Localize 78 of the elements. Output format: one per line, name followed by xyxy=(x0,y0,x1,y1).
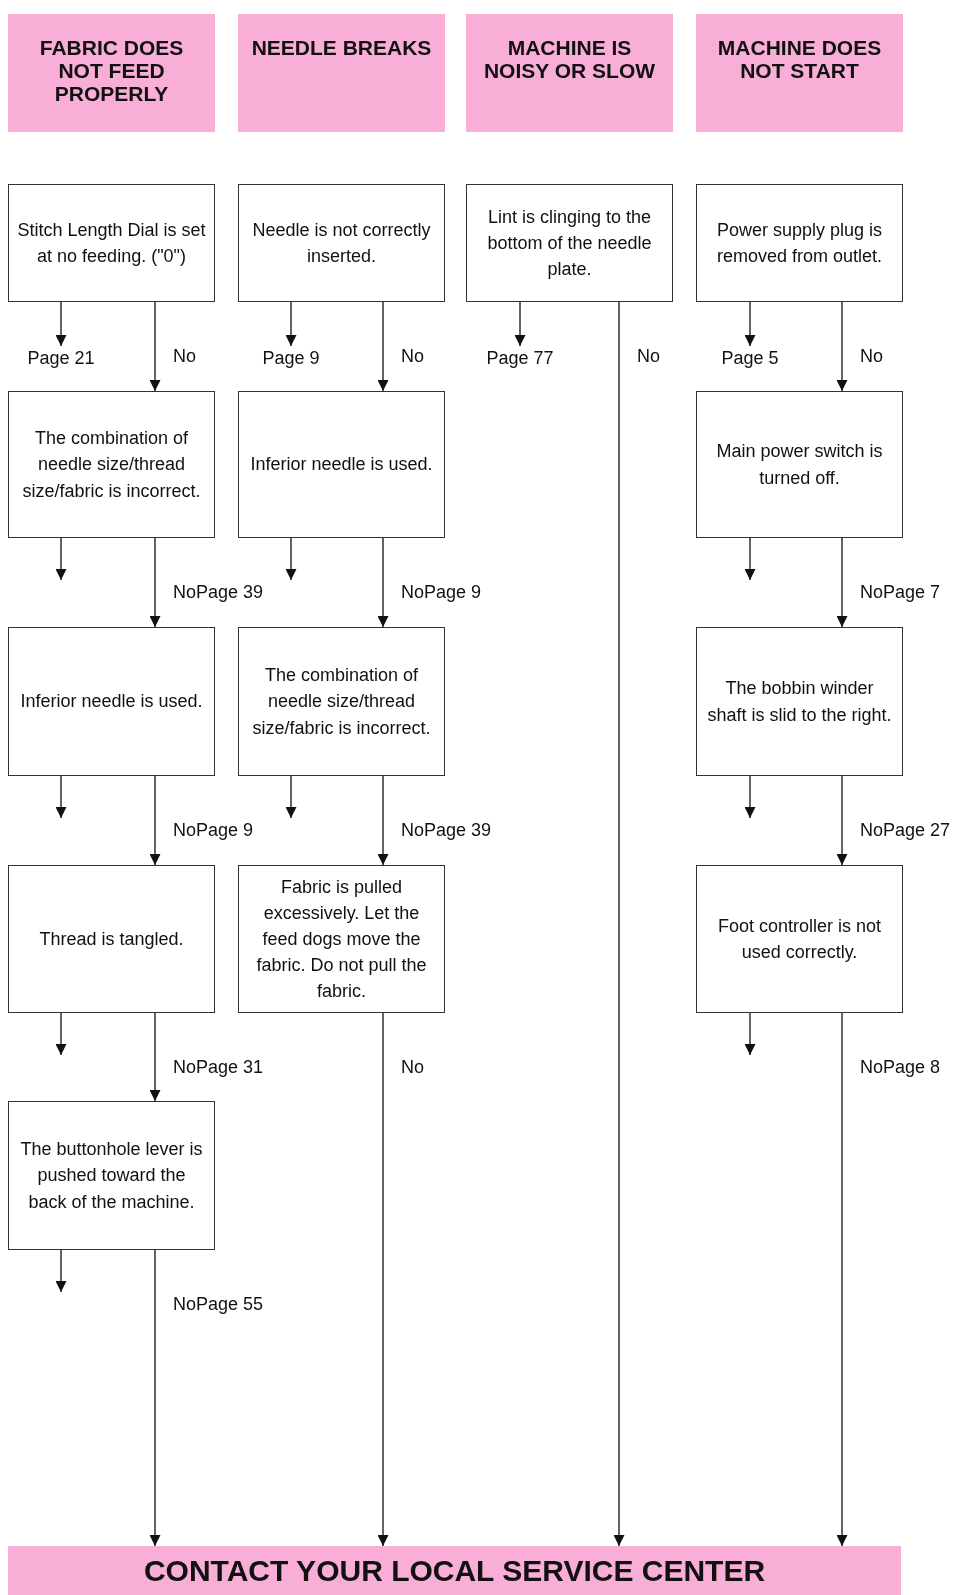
edge-label: NoPage 9 xyxy=(172,820,255,841)
edge-label: NoPage 9 xyxy=(400,582,483,603)
arrow xyxy=(377,537,389,628)
process-box xyxy=(466,184,673,302)
process-box xyxy=(8,627,215,776)
process-box xyxy=(696,865,903,1013)
category-title: MACHINE IS NOISY OR SLOW xyxy=(482,36,657,83)
arrow xyxy=(149,537,161,628)
box-text: Power supply plug is removed from outlet. xyxy=(715,218,884,268)
edge-label: NoPage 39 xyxy=(172,582,265,603)
page-reference: Page 5 xyxy=(721,347,779,369)
category-header xyxy=(466,14,673,132)
box-text: Inferior needle is used. xyxy=(20,690,203,714)
arrow xyxy=(55,1249,67,1293)
box-text: Stitch Length Dial is set at no feeding. ("0") xyxy=(17,218,206,268)
process-box xyxy=(238,391,445,538)
process-box xyxy=(238,184,445,302)
arrow xyxy=(285,301,297,347)
arrow xyxy=(285,537,297,581)
edge-label: NoPage 8 xyxy=(859,1057,942,1078)
arrow xyxy=(836,537,848,628)
page-reference: Page 77 xyxy=(486,347,554,369)
process-box xyxy=(696,391,903,538)
box-text: Fabric is pulled excessively. Let the feed dogs move the fabric. Do not pull the fabric. xyxy=(255,875,428,1004)
box-text: The combination of needle size/thread size/fabric is incorrect. xyxy=(251,664,432,740)
box-text: Main power switch is turned off. xyxy=(715,440,884,490)
arrow xyxy=(285,775,297,819)
box-text: Needle is not correctly inserted. xyxy=(251,218,432,268)
page-reference: Page 9 xyxy=(262,347,320,369)
page-reference: Page 21 xyxy=(27,347,95,369)
arrow xyxy=(55,775,67,819)
category-header xyxy=(696,14,903,132)
arrow xyxy=(744,775,756,819)
process-box xyxy=(8,865,215,1013)
arrow xyxy=(149,1249,161,1547)
arrow xyxy=(744,537,756,581)
process-box xyxy=(238,865,445,1013)
process-box xyxy=(238,627,445,776)
process-box xyxy=(696,184,903,302)
category-title: MACHINE DOES NOT START xyxy=(716,36,883,83)
arrow xyxy=(55,537,67,581)
box-text: Thread is tangled. xyxy=(39,927,184,951)
result-banner xyxy=(8,1546,901,1595)
arrow xyxy=(55,1012,67,1056)
process-box xyxy=(696,627,903,776)
arrow xyxy=(377,1012,389,1547)
edge-label: NoPage 39 xyxy=(400,820,493,841)
process-box xyxy=(8,391,215,538)
category-header xyxy=(8,14,215,132)
edge-label: NoPage 55 xyxy=(172,1294,265,1315)
edge-label: NoPage 31 xyxy=(172,1057,265,1078)
edge-label: NoPage 7 xyxy=(859,582,942,603)
box-text: The bobbin winder shaft is slid to the right. xyxy=(706,677,893,727)
arrow xyxy=(836,775,848,866)
box-text: The buttonhole lever is pushed toward the back of the machine. xyxy=(19,1138,204,1214)
arrow xyxy=(613,301,625,1547)
arrow xyxy=(514,301,526,347)
box-text: Lint is clinging to the bottom of the needle plate. xyxy=(486,205,653,282)
arrow xyxy=(836,301,848,392)
box-text: The combination of needle size/thread size/fabric is incorrect. xyxy=(21,427,202,503)
arrow xyxy=(836,1012,848,1547)
arrow xyxy=(149,775,161,866)
process-box xyxy=(8,184,215,302)
arrow xyxy=(377,301,389,392)
banner-text: CONTACT YOUR LOCAL SERVICE CENTER xyxy=(143,1553,766,1588)
process-box xyxy=(8,1101,215,1250)
category-title: NEEDLE BREAKS xyxy=(251,36,432,60)
arrow xyxy=(149,301,161,392)
box-text: Foot controller is not used correctly. xyxy=(716,914,883,964)
edge-label: NoPage 27 xyxy=(859,820,952,841)
category-title: FABRIC DOES NOT FEED PROPERLY xyxy=(38,36,185,106)
arrow xyxy=(55,301,67,347)
arrow xyxy=(377,775,389,866)
arrow xyxy=(149,1012,161,1102)
arrow xyxy=(744,1012,756,1056)
arrow xyxy=(744,301,756,347)
box-text: Inferior needle is used. xyxy=(250,453,433,477)
category-header xyxy=(238,14,445,132)
